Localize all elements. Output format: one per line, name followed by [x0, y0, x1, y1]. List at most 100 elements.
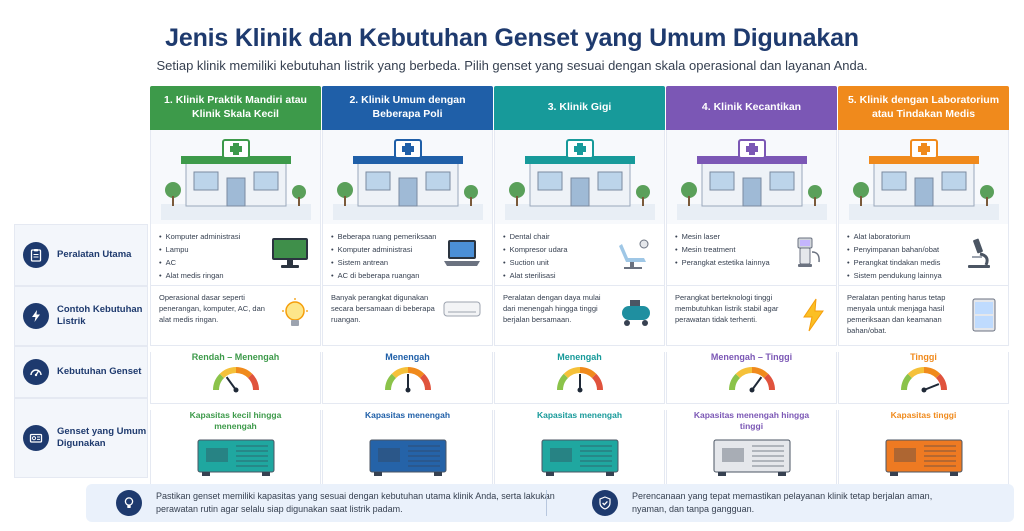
equipment-item: Sistem pendukung lainnya: [847, 269, 1000, 282]
clinic-title: 1. Klinik Praktik Mandiri atau Klinik Sk…: [150, 86, 321, 130]
equipment-list: Alat laboratoriumPenyimpanan bahan/obatP…: [847, 230, 1000, 282]
equipment-item: Alat sterilisasi: [503, 269, 656, 282]
row-label-genset-need-text: Kebutuhan Genset: [57, 365, 142, 377]
genset-need-cell: Menengah: [494, 352, 665, 404]
equipment-cell: Mesin laserMesin treatmentPerangkat este…: [666, 224, 837, 286]
gauge-meter: [323, 364, 492, 394]
clinic-title: 5. Klinik dengan Laboratorium atau Tinda…: [838, 86, 1009, 130]
genset-used-cell: Kapasitas menengah: [322, 410, 493, 490]
clinic-column-4: 4. Klinik Kecantikan Mesin laserMesin tr…: [666, 86, 837, 490]
genset-used-cell: Kapasitas tinggi: [838, 410, 1009, 490]
genset-need-level: Menengah – Tinggi: [710, 352, 793, 362]
generator-icon: [540, 438, 620, 483]
gauge-meter: [151, 364, 320, 394]
clinic-comparison-grid: Peralatan Utama Contoh Kebutuhan Listrik…: [14, 86, 1010, 490]
equipment-item: Lampu: [159, 243, 312, 256]
electric-need-cell: Operasional dasar seperti penerangan, ko…: [150, 286, 321, 346]
clinic-illustration: [666, 130, 837, 224]
equipment-item: Mesin laser: [675, 230, 828, 243]
shield-check-icon: [592, 490, 618, 516]
genset-used-cell: Kapasitas menengah hingga tinggi: [666, 410, 837, 490]
clinic-column-2: 2. Klinik Umum dengan Beberapa Poli Bebe…: [322, 86, 493, 490]
equipment-item: Komputer administrasi: [331, 243, 484, 256]
row-label-electric-text: Contoh Kebutuhan Listrik: [57, 303, 143, 327]
page-title: Jenis Klinik dan Kebutuhan Genset yang U…: [165, 24, 859, 52]
equipment-cell: Alat laboratoriumPenyimpanan bahan/obatP…: [838, 224, 1009, 286]
electric-need-cell: Peralatan dengan daya mulai dari menenga…: [494, 286, 665, 346]
electric-need-text: Peralatan penting harus tetap menyala un…: [847, 293, 946, 335]
footer-right-text: Perencanaan yang tepat memastikan pelaya…: [632, 491, 933, 514]
clinic-column-1: 1. Klinik Praktik Mandiri atau Klinik Sk…: [150, 86, 321, 490]
clinic-illustration: [494, 130, 665, 224]
laptop-icon: [442, 236, 482, 275]
clinic-building-icon: [677, 134, 827, 224]
equipment-item: Mesin treatment: [675, 243, 828, 256]
gauge-icon: [23, 359, 49, 385]
gauge-meter: [667, 364, 836, 394]
genset-capacity-label: Kapasitas menengah hingga tinggi: [693, 410, 810, 431]
genset-need-cell: Menengah: [322, 352, 493, 404]
equipment-cell: Beberapa ruang pemeriksaanKomputer admin…: [322, 224, 493, 286]
equipment-item: Suction unit: [503, 256, 656, 269]
equipment-item: Alat laboratorium: [847, 230, 1000, 243]
equipment-item: Kompresor udara: [503, 243, 656, 256]
page-subtitle: Setiap klinik memiliki kebutuhan listrik…: [156, 58, 868, 73]
electric-need-text: Peralatan dengan daya mulai dari menenga…: [503, 293, 601, 324]
equipment-item: Alat medis ringan: [159, 269, 312, 282]
equipment-item: Komputer administrasi: [159, 230, 312, 243]
clipboard-icon: [23, 242, 49, 268]
clinic-column-3: 3. Klinik Gigi Dental chairKompresor uda…: [494, 86, 665, 490]
equipment-item: Sistem antrean: [331, 256, 484, 269]
equipment-cell: Komputer administrasiLampuACAlat medis r…: [150, 224, 321, 286]
clinic-building-icon: [505, 134, 655, 224]
clinic-building-icon: [333, 134, 483, 224]
electric-need-text: Perangkat berteknologi tinggi membutuhka…: [675, 293, 779, 324]
electric-need-cell: Perangkat berteknologi tinggi membutuhka…: [666, 286, 837, 346]
equipment-item: Beberapa ruang pemeriksaan: [331, 230, 484, 243]
genset-need-level: Tinggi: [910, 352, 937, 362]
air-conditioner-icon: [442, 298, 482, 327]
lightning-icon: [800, 298, 826, 337]
genset-need-level: Menengah: [557, 352, 602, 362]
generator-icon: [884, 438, 964, 483]
row-label-equipment: Peralatan Utama: [14, 224, 148, 286]
equipment-list: Mesin laserMesin treatmentPerangkat este…: [675, 230, 828, 269]
laser-machine-icon: [786, 236, 826, 275]
footer-tip-right: Perencanaan yang tepat memastikan pelaya…: [592, 488, 962, 518]
footer-note: Pastikan genset memiliki kapasitas yang …: [86, 484, 1014, 522]
generator-icon: [23, 425, 49, 451]
footer-left-text: Pastikan genset memiliki kapasitas yang …: [156, 491, 555, 514]
equipment-item: Penyimpanan bahan/obat: [847, 243, 1000, 256]
clinic-building-icon: [849, 134, 999, 224]
electric-need-text: Banyak perangkat digunakan secara bersam…: [331, 293, 435, 324]
genset-used-cell: Kapasitas menengah: [494, 410, 665, 490]
genset-used-cell: Kapasitas kecil hingga menengah: [150, 410, 321, 490]
equipment-item: Perangkat tindakan medis: [847, 256, 1000, 269]
row-label-genset-used: Genset yang Umum Digunakan: [14, 398, 148, 478]
equipment-item: Perangkat estetika lainnya: [675, 256, 828, 269]
equipment-list: Dental chairKompresor udaraSuction unitA…: [503, 230, 656, 282]
genset-capacity-label: Kapasitas menengah: [536, 410, 623, 420]
row-label-genset-used-text: Genset yang Umum Digunakan: [57, 425, 147, 449]
genset-need-level: Rendah – Menengah: [191, 352, 280, 362]
electric-need-cell: Peralatan penting harus tetap menyala un…: [838, 286, 1009, 346]
clinic-illustration: [838, 130, 1009, 224]
equipment-list: Beberapa ruang pemeriksaanKomputer admin…: [331, 230, 484, 282]
genset-capacity-label: Kapasitas kecil hingga menengah: [189, 410, 282, 431]
generator-icon: [368, 438, 448, 483]
genset-need-cell: Menengah – Tinggi: [666, 352, 837, 404]
microscope-icon: [958, 236, 998, 275]
dental-chair-icon: [614, 236, 654, 275]
clinic-title: 3. Klinik Gigi: [494, 86, 665, 130]
genset-capacity-label: Kapasitas tinggi: [890, 410, 957, 420]
clinic-title: 2. Klinik Umum dengan Beberapa Poli: [322, 86, 493, 130]
electric-need-cell: Banyak perangkat digunakan secara bersam…: [322, 286, 493, 346]
lightning-icon: [23, 303, 49, 329]
clinic-title: 4. Klinik Kecantikan: [666, 86, 837, 130]
genset-need-cell: Tinggi: [838, 352, 1009, 404]
footer-tip-left: Pastikan genset memiliki kapasitas yang …: [116, 488, 556, 518]
gauge-meter: [839, 364, 1008, 394]
clinic-building-icon: [161, 134, 311, 224]
equipment-cell: Dental chairKompresor udaraSuction unitA…: [494, 224, 665, 286]
